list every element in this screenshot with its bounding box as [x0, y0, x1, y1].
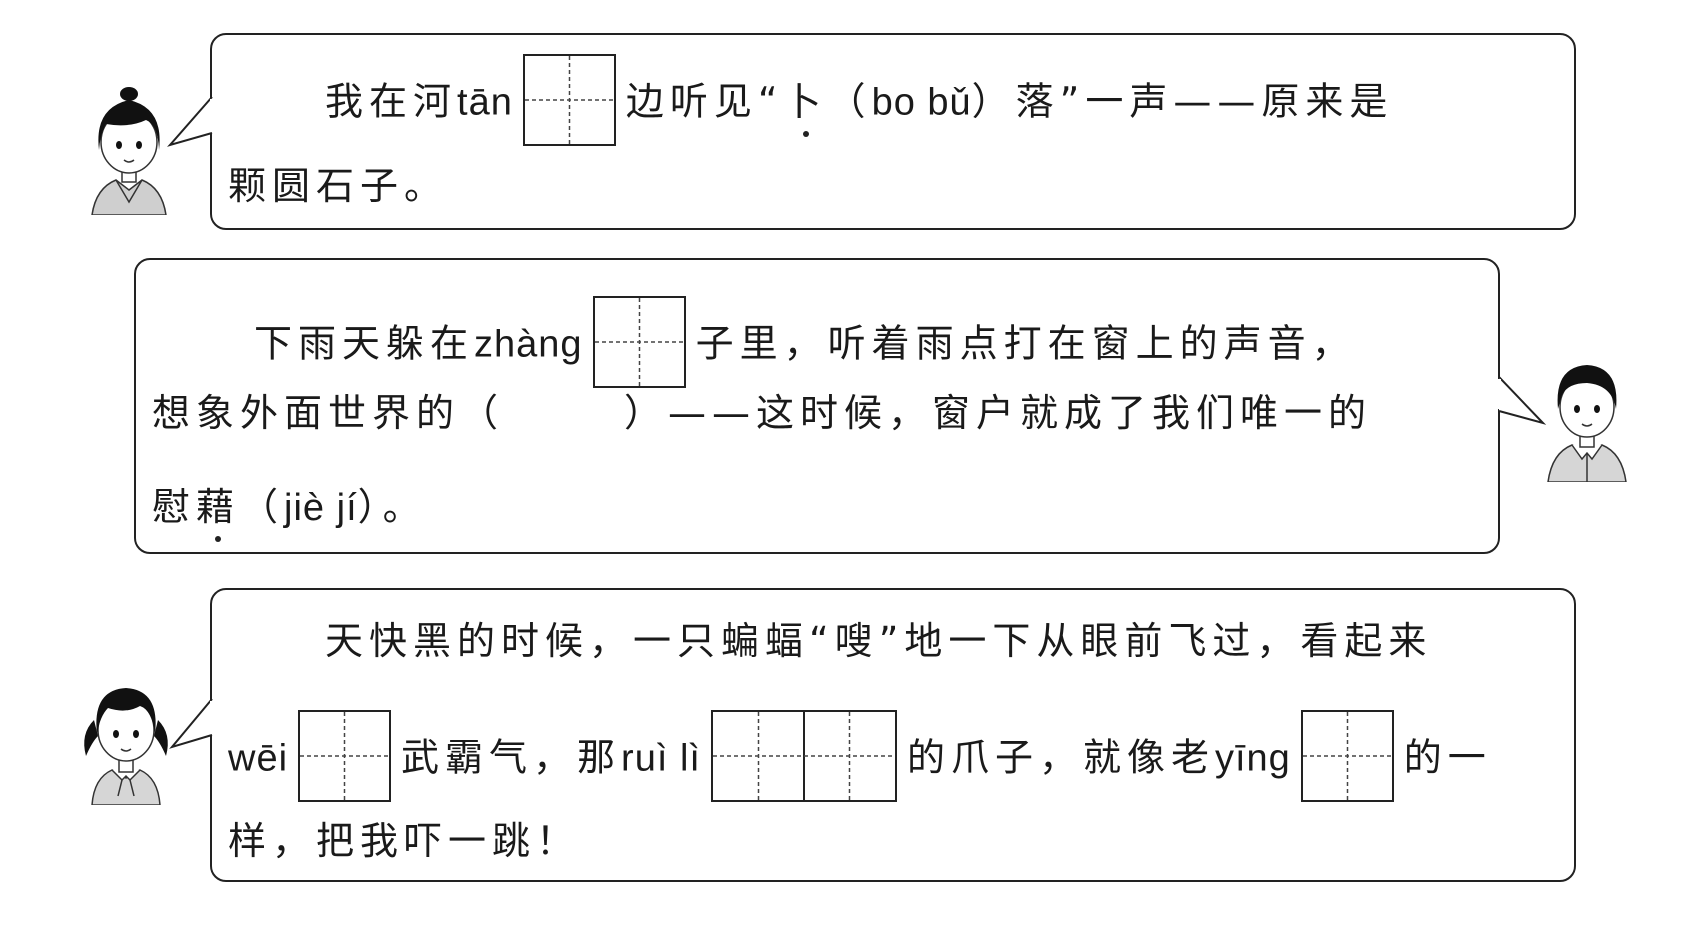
speech-bubble-1-tail — [167, 96, 214, 147]
bubble-3-line-1: 天快黑的时候，一只蝙蝠“嗖”地一下从眼前飞过，看起来 — [325, 619, 1433, 663]
girl-pigtails-avatar — [84, 688, 168, 805]
answer-box-zhang[interactable] — [592, 296, 686, 388]
girl-short-hair-avatar — [91, 87, 167, 215]
speech-bubble-2 — [134, 258, 1500, 554]
dotted-char-ji: 藉 — [196, 485, 241, 542]
bubble-2-line-3: 慰藉（jiè jí）。 — [152, 485, 427, 542]
speech-bubble-1 — [210, 33, 1576, 230]
bubble-1-line-2: 颗圆石子。 — [228, 164, 449, 208]
pinyin-zhang: zhàng — [474, 323, 583, 366]
pinyin-wei: wēi — [228, 737, 289, 780]
pinyin-tan: tān — [457, 81, 513, 124]
dotted-char-bu: 卜 — [783, 79, 828, 137]
pinyin-ying: yīng — [1214, 737, 1291, 780]
pinyin-rui-li: ruì lì — [621, 737, 701, 780]
speech-bubble-3-tail — [169, 698, 214, 749]
speech-bubble-3 — [210, 588, 1576, 882]
pinyin-options-bo-bu: bo bǔ — [871, 81, 972, 124]
answer-box-tan[interactable] — [522, 54, 616, 146]
answer-box-wei[interactable] — [298, 710, 392, 802]
bubble-3-line-3: 样，把我吓一跳！ — [228, 819, 581, 863]
boy-avatar — [1547, 365, 1627, 482]
answer-box-ying[interactable] — [1300, 710, 1394, 802]
answer-box-rui-li[interactable] — [710, 710, 897, 802]
pinyin-options-jie-ji: jiè jí — [284, 487, 358, 529]
bubble-2-line-2: 想象外面世界的（）——这时候，窗户就成了我们唯一的 — [152, 391, 1373, 435]
speech-bubble-2-tail — [1497, 376, 1547, 425]
